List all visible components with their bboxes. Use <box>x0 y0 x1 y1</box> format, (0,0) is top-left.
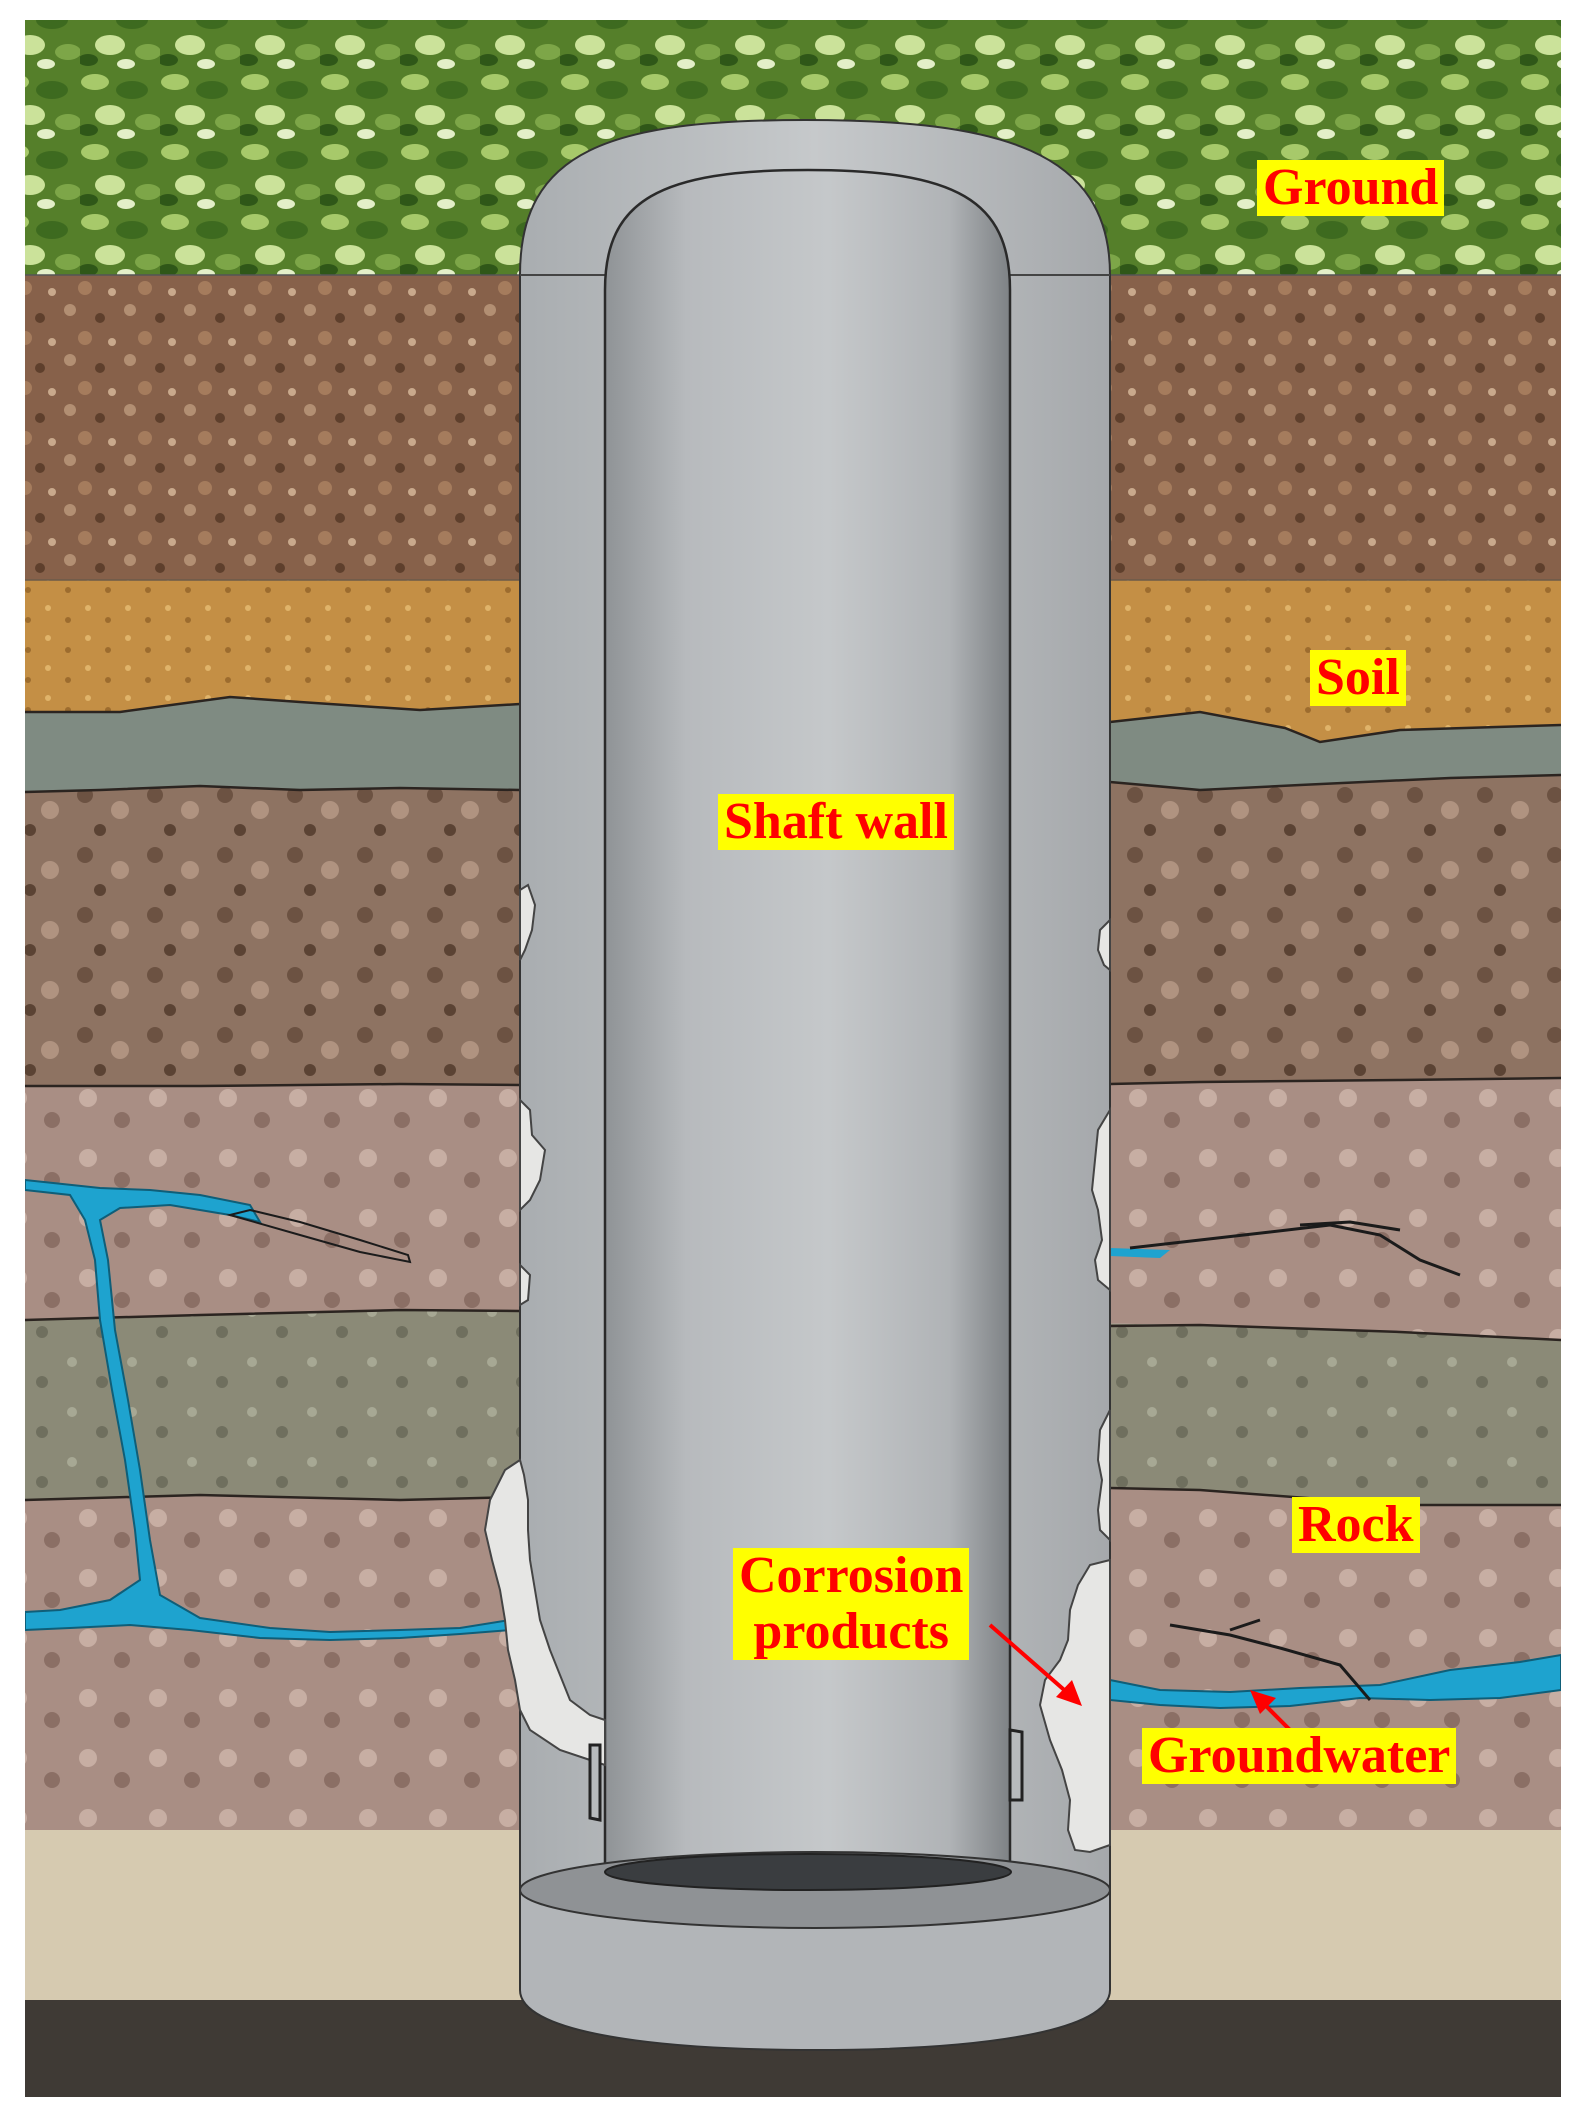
rock-label: Rock <box>1292 1496 1420 1554</box>
shaft-bore-bottom <box>604 1853 1012 1891</box>
ground-label: Ground <box>1257 159 1445 217</box>
shaft-bore <box>603 168 1012 1872</box>
corrosion-products-label-line1: Corrosion <box>739 1547 964 1604</box>
corrosion-products-label: Corrosion products <box>733 1547 970 1661</box>
shaft-wall-label: Shaft wall <box>718 793 954 851</box>
groundwater-left <box>25 1178 511 1642</box>
corrosion-products-left <box>483 883 606 1767</box>
corrosion-arrow <box>988 1623 1082 1706</box>
corrosion-products-right <box>1038 917 1111 1854</box>
wall-base-gaps <box>588 1728 1024 1822</box>
groundwater-right <box>1109 1220 1561 1710</box>
corrosion-products-label-line2: products <box>753 1603 949 1661</box>
groundwater-label: Groundwater <box>1142 1727 1457 1785</box>
soil-label: Soil <box>1310 649 1406 707</box>
shaft-base-slab <box>519 1889 1111 2052</box>
